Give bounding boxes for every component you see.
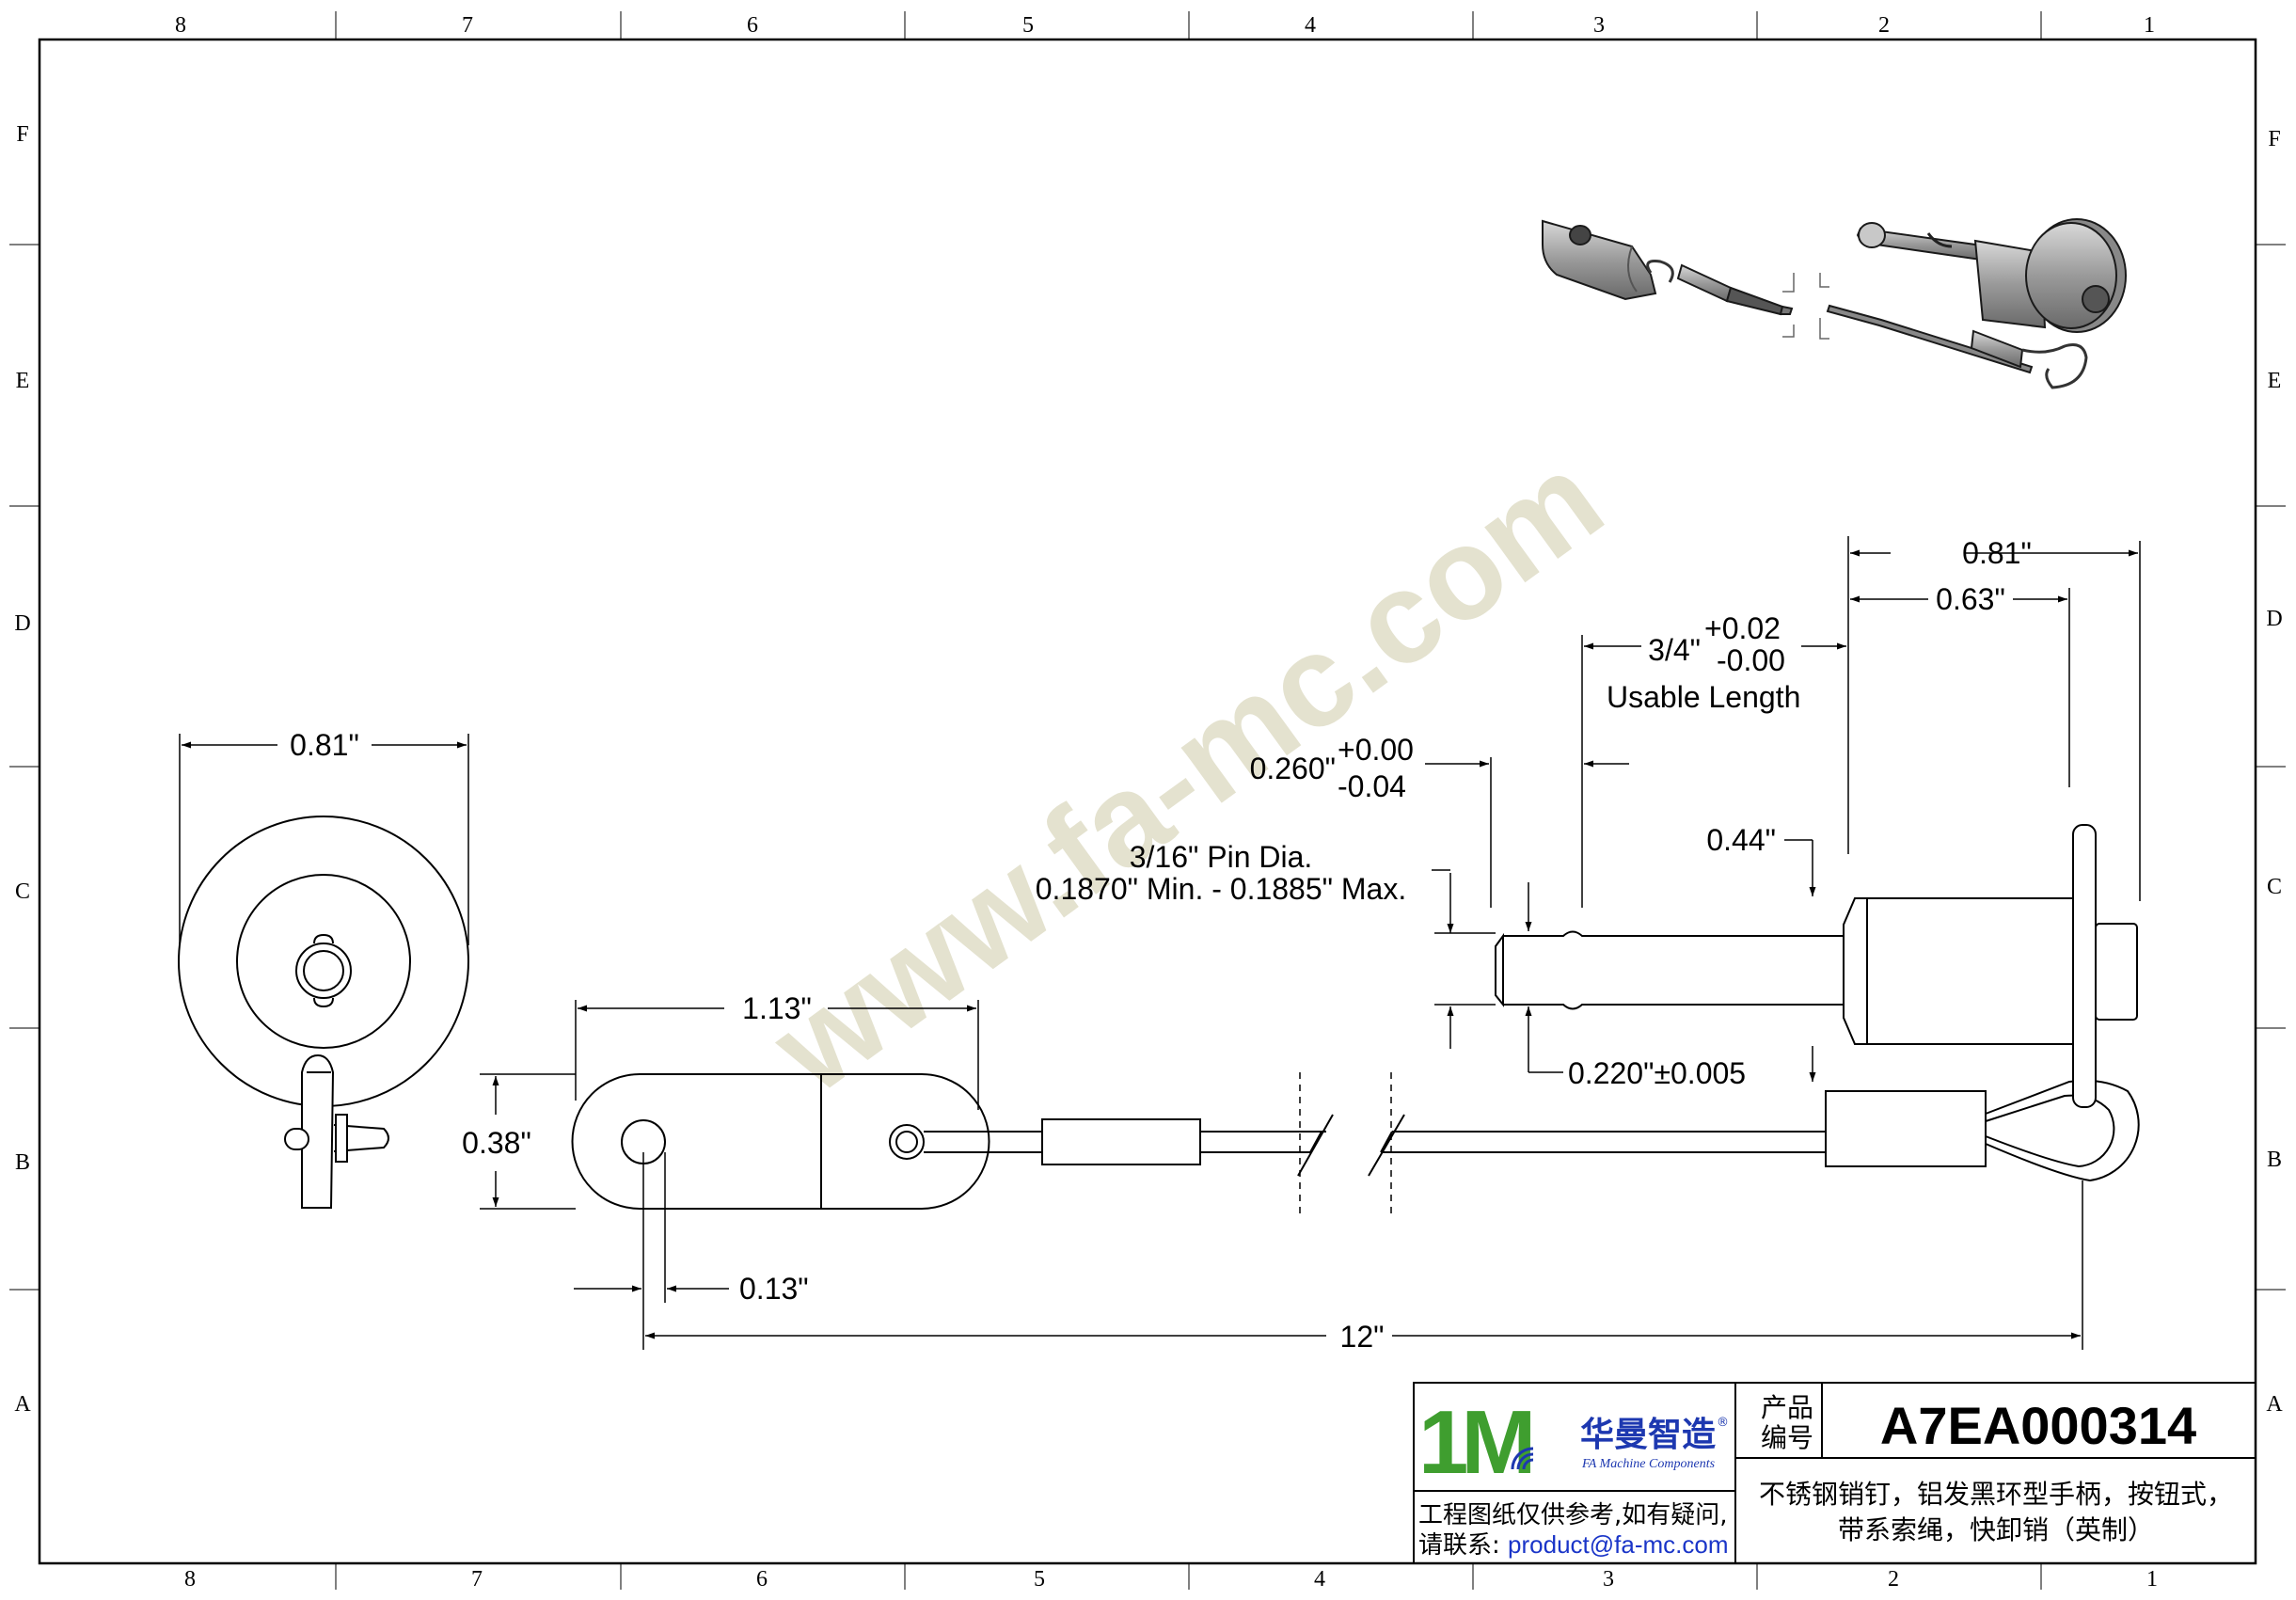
dim-pin-dia-line1: 3/16" Pin Dia. xyxy=(1130,840,1313,874)
dim-groove-dia: 0.220"±0.005 xyxy=(1568,1056,1746,1090)
side-view xyxy=(571,824,2140,1213)
zone-bottom-3: 3 xyxy=(1603,1567,1614,1592)
zone-bottom-4: 4 xyxy=(1314,1567,1325,1592)
logo-english: FA Machine Components xyxy=(1581,1457,1716,1471)
zone-row-B-left: B xyxy=(15,1150,30,1175)
dim-ball-position-minus: -0.04 xyxy=(1338,769,1406,803)
zone-bottom-8: 8 xyxy=(184,1567,196,1592)
dim-hole-edge: 0.13" xyxy=(739,1272,809,1306)
logo-registered: ® xyxy=(1717,1416,1729,1430)
end-view xyxy=(178,816,469,1209)
zone-bottom-7: 7 xyxy=(471,1567,483,1592)
watermark: www.fa-mc.com xyxy=(746,425,1627,1121)
dim-end-view-dia: 0.81" xyxy=(290,728,359,762)
zone-row-F-right: F xyxy=(2268,127,2280,151)
zone-row-C-right: C xyxy=(2267,875,2282,899)
zone-row-A-right: A xyxy=(2266,1392,2283,1417)
dim-handle-width: 0.63" xyxy=(1936,582,2005,616)
drawing-note-contact-label: 请联系: xyxy=(1418,1531,1500,1560)
dim-pin-dia-line2: 0.1870" Min. - 0.1885" Max. xyxy=(1036,872,1406,906)
dim-ball-position-plus: +0.00 xyxy=(1338,733,1414,767)
zone-bottom-5: 5 xyxy=(1034,1567,1045,1592)
zone-top-7: 7 xyxy=(462,13,473,38)
dim-usable-length-plus: +0.02 xyxy=(1704,611,1781,645)
dim-cable-length: 12" xyxy=(1340,1320,1385,1354)
zone-labels: 8 7 6 5 4 3 2 1 8 7 6 5 4 3 2 1 F E D C … xyxy=(14,13,2283,1592)
dim-collar: 0.44" xyxy=(1706,823,1776,857)
zone-row-E-right: E xyxy=(2268,369,2282,393)
zone-row-D-right: D xyxy=(2266,607,2282,631)
zone-bottom-1: 1 xyxy=(2146,1567,2158,1592)
zone-bottom-6: 6 xyxy=(756,1567,768,1592)
dim-usable-length-label: Usable Length xyxy=(1607,680,1800,714)
drawing-note-line2: 请联系: product@fa-mc.com xyxy=(1418,1530,1729,1560)
logo-chinese: 华曼智造 xyxy=(1580,1416,1716,1454)
field-label-line1: 产品 xyxy=(1761,1392,1813,1423)
drawing-note-line1: 工程图纸仅供参考,如有疑问, xyxy=(1418,1501,1728,1529)
zone-row-B-right: B xyxy=(2267,1148,2282,1172)
zone-row-F-left: F xyxy=(16,122,28,147)
zone-top-8: 8 xyxy=(175,13,186,38)
zone-top-4: 4 xyxy=(1305,13,1316,38)
zone-top-6: 6 xyxy=(747,13,758,38)
description-line1: 不锈钢销钉，铝发黑环型手柄，按钮式， xyxy=(1759,1479,2233,1510)
dim-tab-length: 1.13" xyxy=(742,991,812,1025)
dim-usable-length-main: 3/4" xyxy=(1648,633,1701,667)
drawing-frame xyxy=(9,11,2286,1590)
dim-ball-position-main: 0.260" xyxy=(1250,752,1336,785)
zone-top-2: 2 xyxy=(1878,13,1890,38)
dimension-labels: 0.81" 0.81" 0.63" 3/4" +0.02 -0.00 Usabl… xyxy=(290,536,2032,1354)
description-line2: 带系索绳，快卸销（英制） xyxy=(1838,1514,2154,1545)
dim-usable-length-minus: -0.00 xyxy=(1717,643,1785,677)
zone-row-E-left: E xyxy=(16,369,30,393)
zone-row-D-left: D xyxy=(14,611,30,636)
zone-row-C-left: C xyxy=(15,879,30,904)
part-number: A7EA000314 xyxy=(1880,1396,2196,1455)
logo-mark: 1M xyxy=(1418,1392,1530,1493)
isometric-view xyxy=(1542,218,2127,389)
zone-top-1: 1 xyxy=(2144,13,2155,38)
title-block xyxy=(1413,1382,2256,1564)
signal-icon xyxy=(1511,1447,1534,1470)
dim-handle-dia: 0.81" xyxy=(1962,536,2032,570)
dimension-lines xyxy=(179,536,2141,1350)
zone-row-A-left: A xyxy=(14,1392,31,1417)
contact-email: product@fa-mc.com xyxy=(1508,1530,1728,1559)
field-label-line2: 编号 xyxy=(1761,1422,1813,1453)
dim-tab-height: 0.38" xyxy=(462,1126,531,1160)
zone-bottom-2: 2 xyxy=(1888,1567,1899,1592)
zone-top-5: 5 xyxy=(1022,13,1034,38)
zone-top-3: 3 xyxy=(1593,13,1605,38)
company-logo: 1M 华曼智造 ® FA Machine Components xyxy=(1418,1392,1729,1493)
